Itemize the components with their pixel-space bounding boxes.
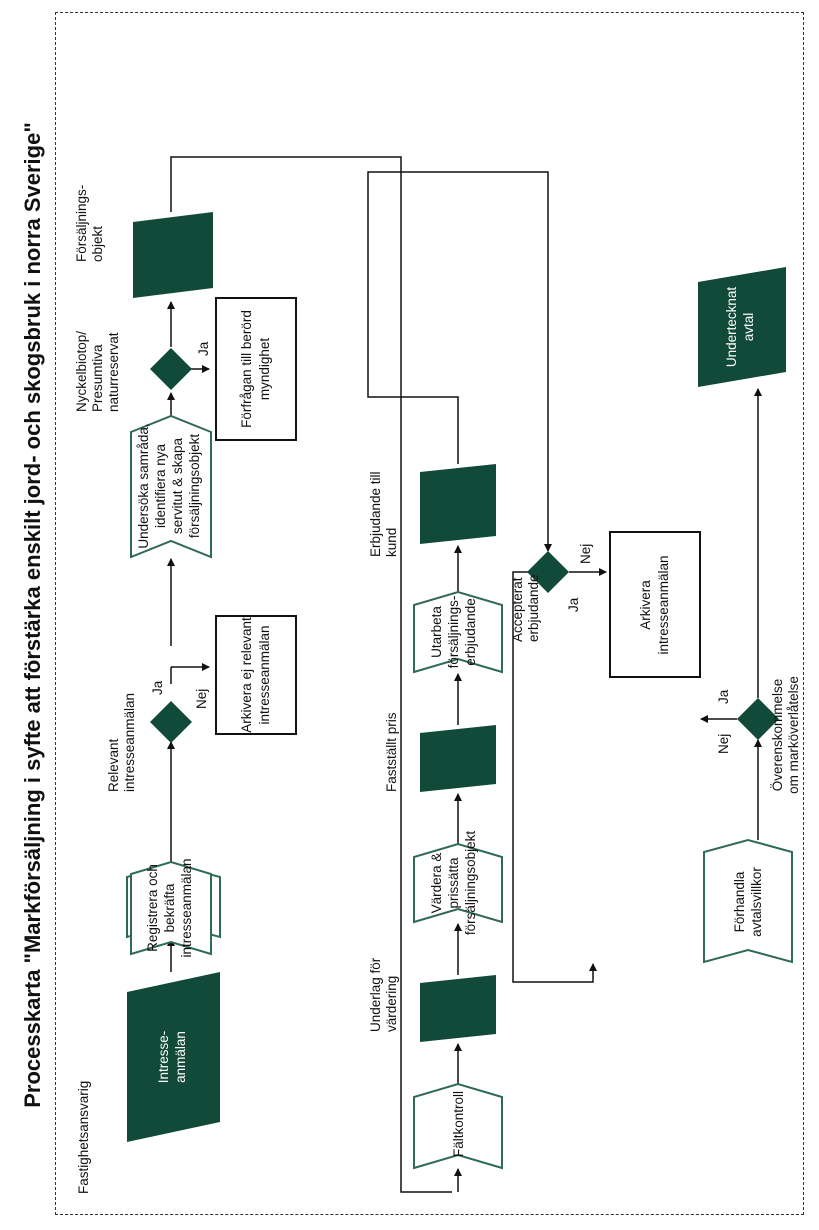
svg-text:Undersöka samråda,: Undersöka samråda, (136, 423, 151, 548)
svg-text:försäljnings-: försäljnings- (446, 596, 461, 669)
svg-text:anmälan: anmälan (173, 1031, 188, 1083)
overens-label: Överenskommelse om marköverlåtelse (740, 635, 801, 835)
lane-label: Fastighetsansvarig (76, 1081, 91, 1194)
svg-text:identifiera nya: identifiera nya (153, 443, 168, 528)
arkivera-intresseanmalan-box: Arkivera intresseanmälan (609, 531, 701, 678)
svg-text:kund: kund (384, 528, 399, 557)
svg-text:bekräfta: bekräfta (162, 883, 177, 932)
connectors (167, 156, 762, 1193)
lane-frame (55, 12, 804, 1215)
svg-text:Utarbeta: Utarbeta (429, 606, 444, 658)
svg-text:Fältkontroll: Fältkontroll (451, 1091, 466, 1157)
svg-text:Försäljnings-: Försäljnings- (74, 185, 89, 262)
overens-decision: Överenskommelse Ja Nej (716, 689, 779, 754)
svg-text:Accepterat: Accepterat (510, 577, 525, 642)
svg-text:Erbjudande till: Erbjudande till (368, 471, 383, 557)
svg-text:Nyckelbiotop/: Nyckelbiotop/ (74, 331, 89, 412)
utarbeta-chevron: Utarbeta försäljnings- erbjudande (413, 590, 503, 674)
svg-text:Ja: Ja (150, 680, 165, 695)
process-map-canvas: Fastighetsansvarig Intresse- (58, 17, 798, 1212)
svg-text:intresseanmälan: intresseanmälan (122, 693, 137, 792)
accepterat-decision: Accepterat erbjudande Ja Nej (510, 544, 593, 642)
svg-text:värdering: värdering (384, 976, 399, 1032)
svg-text:Arkivera: Arkivera (638, 580, 653, 630)
svg-text:Underlag för: Underlag för (368, 957, 383, 1032)
forhandla-chevron: Förhandla avtalsvillkor (703, 838, 793, 964)
svg-text:Ja: Ja (196, 341, 211, 356)
undersoka-chevron: Undersöka samråda, identifiera nya servi… (130, 414, 212, 559)
overens-label-line2: om marköverlåtelse (786, 676, 801, 794)
svg-text:myndighet: myndighet (257, 338, 272, 401)
svg-text:naturreservat: naturreservat (106, 332, 121, 412)
faststallt-pris-output: Fastställt pris (384, 712, 496, 792)
forfragan-box: Förfrågan till berörd myndighet (215, 297, 297, 441)
faltkontroll-chevron: Fältkontroll (413, 1082, 503, 1170)
underlag-output: Underlag för värdering (368, 957, 496, 1042)
nyckelbiotop-decision: Nyckelbiotop/ Presumtiva naturreservat J… (74, 331, 211, 412)
svg-text:Ja: Ja (716, 689, 731, 704)
svg-text:Nej: Nej (716, 734, 731, 754)
svg-text:Nej: Nej (578, 544, 593, 564)
svg-text:försäljningsobjekt: försäljningsobjekt (187, 434, 202, 539)
forsaljningsobjekt-output: Försäljnings- objekt (74, 185, 213, 298)
svg-text:intresseanmälan: intresseanmälan (656, 555, 671, 654)
svg-text:Arkivera ej relevant: Arkivera ej relevant (239, 617, 254, 733)
svg-text:intresseanmälan: intresseanmälan (179, 858, 194, 957)
svg-text:erbjudande: erbjudande (463, 598, 478, 666)
arkivera-ej-relevant-box: Arkivera ej relevant intresseanmälan (215, 615, 297, 735)
svg-text:Nej: Nej (194, 689, 209, 709)
overens-label-line1: Överenskommelse (770, 678, 785, 792)
svg-text:prissätta: prissätta (446, 857, 461, 909)
relevant-decision: Relevant intresseanmälan Ja Nej (106, 680, 209, 792)
svg-text:Förhandla: Förhandla (732, 871, 747, 932)
svg-text:Intresse-: Intresse- (156, 1031, 171, 1084)
svg-text:avtal: avtal (741, 313, 756, 342)
page-title: Processkarta "Markförsäljning i syfte at… (20, 122, 45, 1108)
svg-text:Registrera och: Registrera och (145, 864, 160, 952)
erbjudande-output: Erbjudande till kund (368, 464, 496, 557)
svg-text:Presumtiva: Presumtiva (90, 344, 105, 412)
svg-text:Förfrågan till berörd: Förfrågan till berörd (239, 310, 254, 428)
svg-text:objekt: objekt (90, 226, 105, 262)
undertecknat-output: Undertecknat avtal (698, 267, 786, 387)
intresseanmalan-input: Intresse- anmälan (127, 972, 220, 1142)
svg-text:avtalsvillkor: avtalsvillkor (749, 867, 764, 937)
svg-text:intresseanmälan: intresseanmälan (257, 625, 272, 724)
page-title-wrap: Processkarta "Markförsäljning i syfte at… (0, 0, 45, 1230)
svg-text:försäljningsobjekt: försäljningsobjekt (463, 831, 478, 936)
svg-text:Värdera &: Värdera & (429, 853, 444, 914)
vardera-chevron: Värdera & prissätta försäljningsobjekt (413, 831, 503, 936)
svg-text:Fastställt pris: Fastställt pris (384, 712, 399, 792)
svg-text:Ja: Ja (566, 597, 581, 612)
registrera-chevron: Registrera och bekräfta intresseanmälan (130, 858, 212, 958)
svg-text:servitut & skapa: servitut & skapa (170, 437, 185, 534)
svg-text:Relevant: Relevant (106, 738, 121, 792)
svg-text:Undertecknat: Undertecknat (724, 287, 739, 368)
process-map: Fastighetsansvarig Intresse- (74, 156, 793, 1194)
svg-text:erbjudande: erbjudande (526, 574, 541, 642)
